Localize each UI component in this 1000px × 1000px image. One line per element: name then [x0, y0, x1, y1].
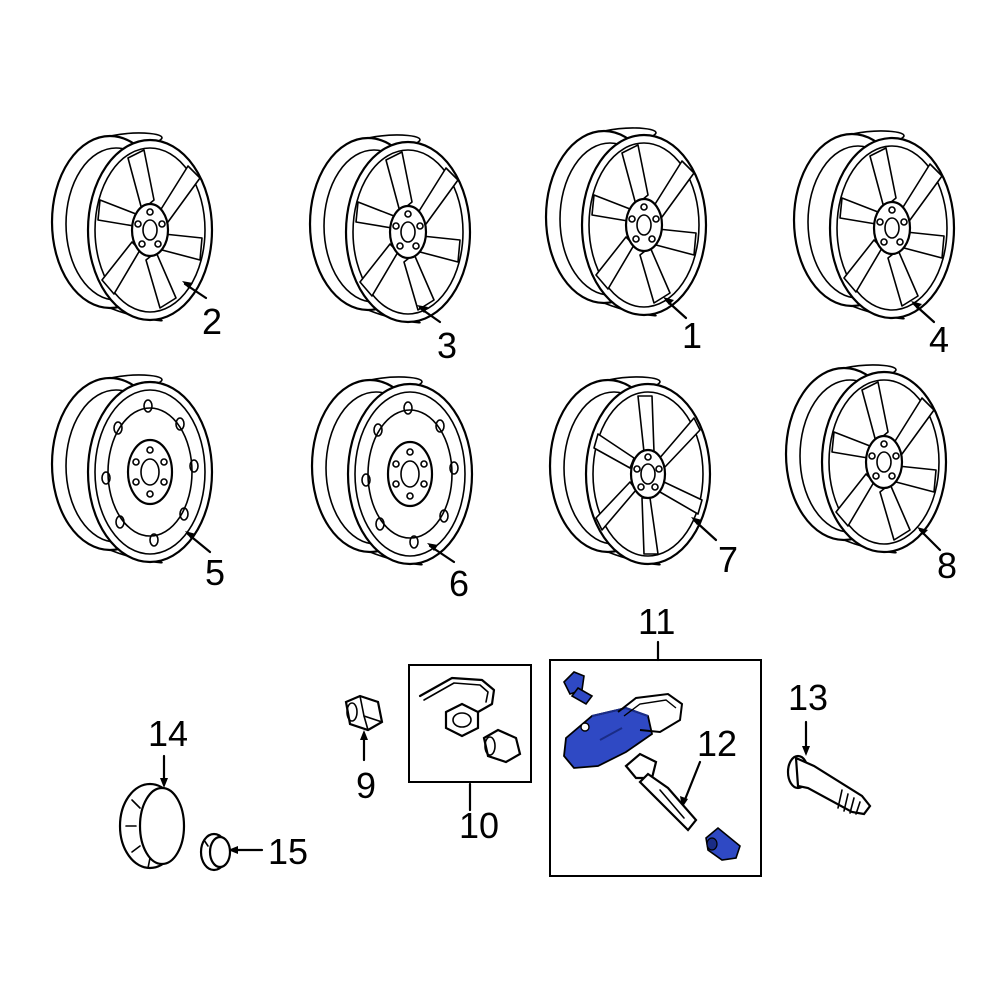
callout-1[interactable]: 1 [682, 315, 703, 356]
lug-nut-9[interactable] [344, 694, 384, 732]
wheel-4[interactable] [792, 129, 956, 320]
callout-4[interactable]: 4 [929, 319, 950, 360]
lock-kit-10[interactable] [408, 664, 532, 783]
callout-3[interactable]: 3 [437, 325, 458, 366]
valve-stem-13[interactable] [786, 754, 872, 816]
center-cap-14[interactable] [118, 782, 186, 870]
leader-arrows [160, 281, 942, 854]
callout-9[interactable]: 9 [356, 765, 377, 806]
callout-10[interactable]: 10 [459, 805, 500, 846]
callout-13[interactable]: 13 [788, 677, 829, 718]
callout-6[interactable]: 6 [449, 563, 470, 604]
valve-stem-12 [624, 752, 698, 832]
wheel-1[interactable] [544, 126, 708, 317]
valve-cap [705, 826, 741, 861]
ornament-15[interactable] [199, 832, 232, 872]
callout-7[interactable]: 7 [718, 539, 739, 580]
wheel-3[interactable] [308, 133, 472, 324]
wheel-8[interactable] [784, 363, 948, 554]
wheel-6[interactable] [310, 375, 474, 566]
callout-11[interactable]: 11 [638, 601, 676, 642]
callout-15[interactable]: 15 [268, 831, 309, 872]
tpms-sensor-body [563, 692, 684, 769]
callout-8[interactable]: 8 [937, 545, 958, 586]
tpms-sensor-kit-11[interactable] [549, 659, 762, 877]
tpms-screw [563, 671, 594, 706]
callout-14[interactable]: 14 [148, 713, 189, 754]
wheel-7[interactable] [548, 375, 712, 566]
callout-12[interactable]: 12 [697, 723, 738, 764]
callout-5[interactable]: 5 [205, 552, 226, 593]
callout-2[interactable]: 2 [202, 301, 223, 342]
wheel-2[interactable] [50, 131, 214, 322]
